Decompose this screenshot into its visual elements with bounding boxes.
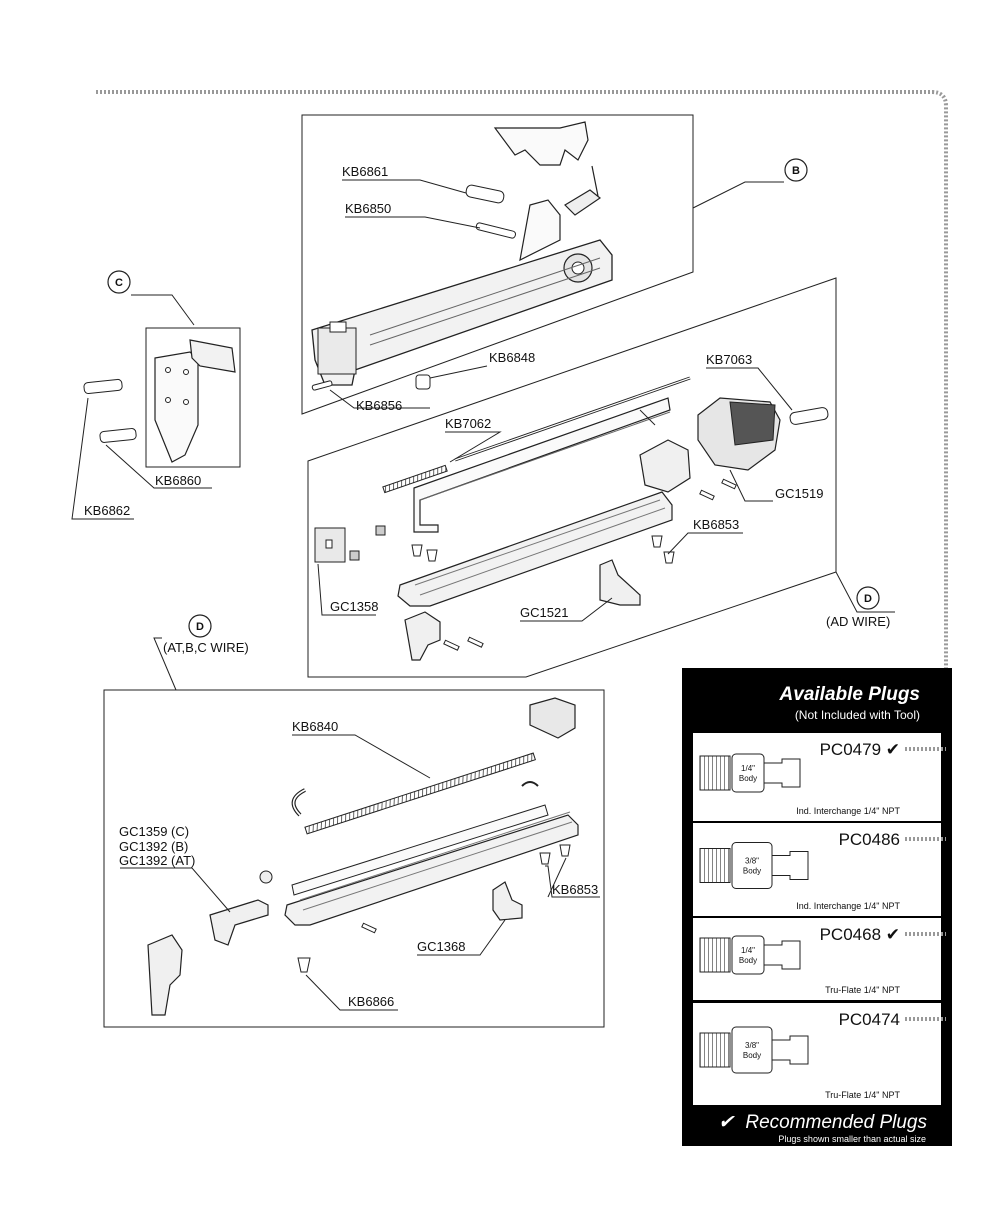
plug-thread [699, 848, 731, 883]
plug-body-word: Body [739, 956, 757, 965]
dotted-connector [96, 90, 948, 1025]
kb6862-screw [83, 378, 123, 395]
plug-nose [763, 758, 801, 788]
callout-d-atbc-letter: D [196, 621, 204, 633]
gc1359-guide [209, 899, 269, 946]
gc1519-latch [639, 439, 691, 493]
label-kb6866: KB6866 [348, 994, 394, 1009]
label-kb6848: KB6848 [489, 350, 535, 365]
plug-thread [699, 755, 731, 791]
label-gc1392b: GC1392 (B) [119, 839, 188, 854]
callout-d-ad [856, 586, 880, 610]
kb6840-spring [304, 752, 536, 835]
label-gc1359: GC1359 (C) [119, 824, 189, 839]
callout-c-letter: C [115, 277, 123, 289]
nut [259, 870, 273, 884]
kb7063-bolt [789, 407, 829, 425]
check-icon: ✔ [718, 1112, 735, 1133]
label-gc1368: GC1368 [417, 939, 465, 954]
label-kb7062: KB7062 [445, 416, 491, 431]
label-kb6850: KB6850 [345, 201, 391, 216]
group-d-ad-assembly: KB7063 KB7062 GC1519 KB6853 GC1358 GC152… [307, 277, 895, 678]
plug-body-size: 1/4" [741, 764, 755, 773]
plug-code: PC0474 [839, 1010, 900, 1029]
plug-description: Ind. Interchange 1/4" NPT [796, 901, 900, 911]
plug-hex-body [731, 842, 773, 889]
torsion-spring [564, 165, 602, 216]
plug-nose [771, 851, 809, 880]
callout-d-ad-letter: D [864, 593, 872, 605]
callout-b-letter: B [792, 165, 800, 177]
guide-plate [189, 339, 236, 373]
plug-body-word: Body [743, 1051, 761, 1060]
plug-card: 1/4"Body PC0479 ✔ Ind. Interchange 1/4" NP… [693, 733, 946, 821]
label-kb6856: KB6856 [356, 398, 402, 413]
plug-code: PC0479 ✔ [820, 740, 900, 759]
callout-c [107, 270, 131, 294]
guide-rail [397, 491, 673, 607]
plug-description: Tru-Flate 1/4" NPT [825, 985, 900, 995]
plugs-panel-footer-title: ✔ Recommended Plugs [718, 1112, 927, 1133]
label-gc1519: GC1519 [775, 486, 823, 501]
plug-hex-body [731, 753, 765, 793]
driver-block [404, 611, 441, 661]
kb6856-pin [311, 380, 333, 391]
plug-body-word: Body [743, 867, 761, 876]
plug-body-size: 1/4" [741, 946, 755, 955]
group-d-atbc-assembly: KB6840 GC1359 (C) GC1392 (B) GC1392 (AT)… [103, 614, 605, 1028]
plugs-panel-footer-sub: Plugs shown smaller than actual size [778, 1134, 926, 1144]
plug-hex-body [731, 935, 765, 975]
plug-nose [771, 1035, 809, 1065]
plug-description: Ind. Interchange 1/4" NPT [796, 806, 900, 816]
slide-plate [413, 397, 671, 533]
label-kb6860: KB6860 [155, 473, 201, 488]
label-kb7063: KB7063 [706, 352, 752, 367]
kb6866-screw [297, 957, 311, 973]
plug-nose [763, 940, 801, 970]
plugs-panel-subtitle: (Not Included with Tool) [795, 708, 920, 722]
label-kb6861: KB6861 [342, 164, 388, 179]
kb6848-nut [415, 374, 431, 390]
latch-bracket [493, 121, 589, 166]
label-kb6862: KB6862 [84, 503, 130, 518]
kb6861-bolt [465, 184, 505, 204]
label-kb6853-top: KB6853 [693, 517, 739, 532]
label-kb6840: KB6840 [292, 719, 338, 734]
label-gc1392at: GC1392 (AT) [119, 853, 195, 868]
group-b-assembly: KB6861 KB6850 KB6848 KB6856 B [301, 114, 808, 415]
magazine-rail [284, 814, 579, 926]
kb7062-spring [382, 464, 448, 494]
callout-b [784, 158, 808, 182]
plug-body-size: 3/8" [745, 857, 759, 866]
label-gc1358: GC1358 [330, 599, 378, 614]
note-ad-wire: (AD WIRE) [826, 614, 890, 629]
note-atbc-wire: (AT,B,C WIRE) [163, 640, 249, 655]
label-gc1521: GC1521 [520, 605, 568, 620]
plug-hex-body [731, 1026, 773, 1074]
plug-card: 1/4"Body PC0468 ✔ Tru-Flate 1/4" NPT [693, 918, 946, 1000]
end-cap [529, 697, 576, 739]
label-kb6853-bottom: KB6853 [552, 882, 598, 897]
plug-thread [699, 937, 731, 973]
gc1521-latch [599, 559, 641, 606]
plugs-panel-title: Available Plugs [779, 684, 920, 705]
footer-title-text: Recommended Plugs [745, 1112, 927, 1133]
gc1368-latch [492, 881, 523, 921]
kb6860-screw [99, 428, 137, 443]
plug-code: PC0468 ✔ [820, 925, 900, 944]
kb6850-pin [475, 222, 516, 239]
group-c-assembly: KB6860 KB6862 C [71, 270, 241, 520]
plugs-panel: Available Plugs (Not Included with Tool)… [682, 668, 952, 1146]
plug-thread [699, 1032, 731, 1068]
plug-body-word: Body [739, 774, 757, 783]
plug-description: Tru-Flate 1/4" NPT [825, 1090, 900, 1100]
driver-guide [147, 934, 183, 1016]
callout-d-atbc [188, 614, 212, 638]
plug-code: PC0486 [839, 830, 900, 849]
plug-body-size: 3/8" [745, 1041, 759, 1050]
